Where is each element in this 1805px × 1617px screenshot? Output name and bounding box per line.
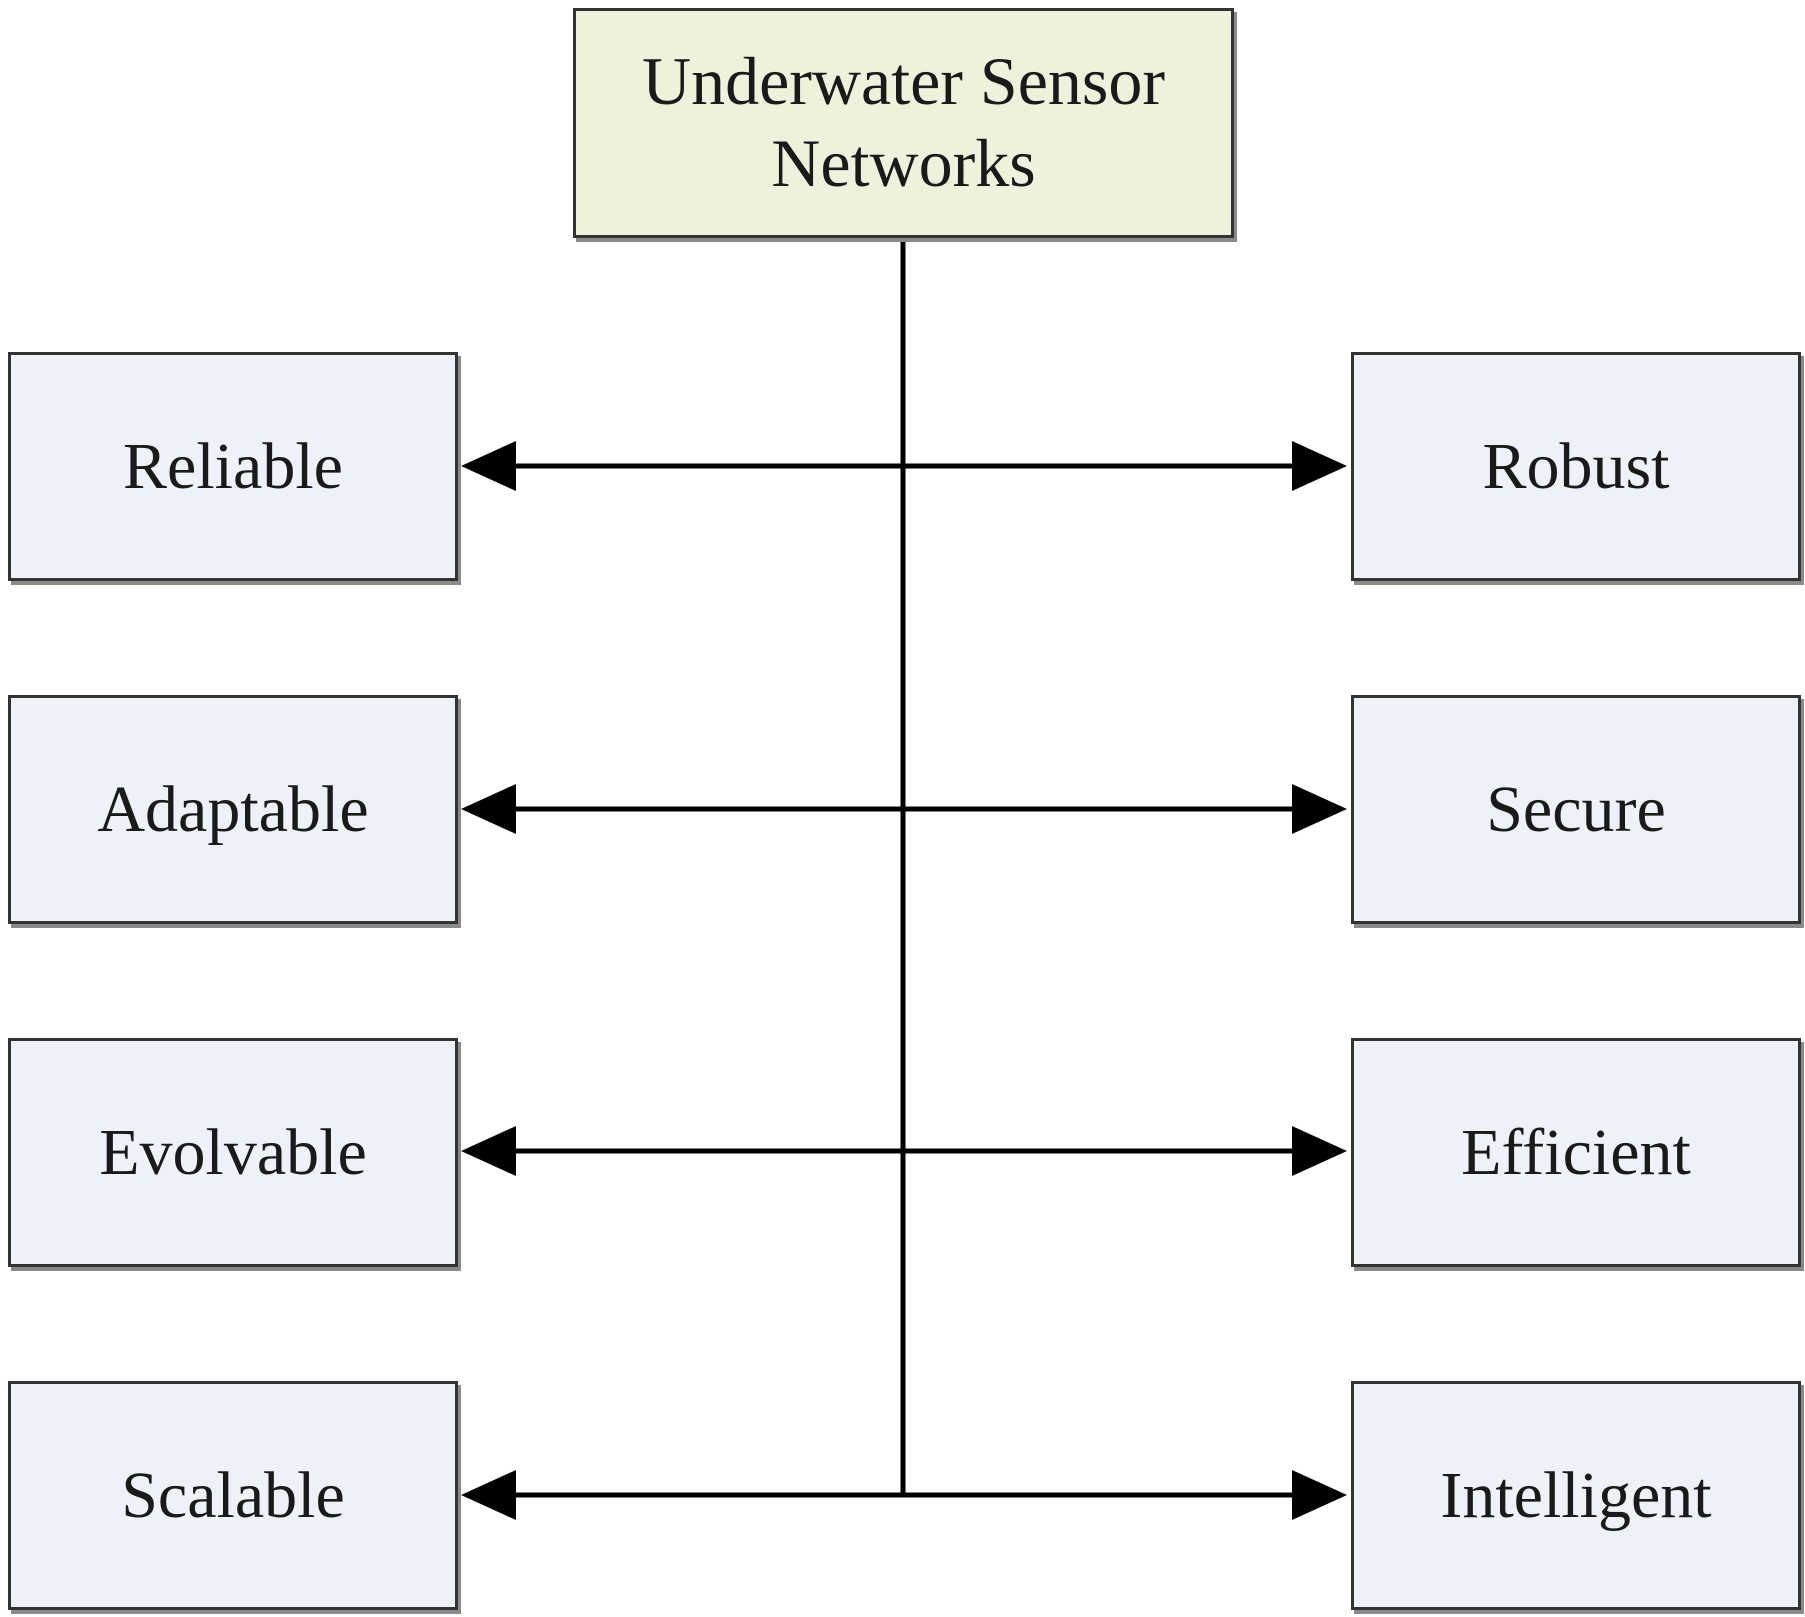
node-scalable: Scalable <box>8 1381 458 1610</box>
node-label-reliable: Reliable <box>123 429 343 503</box>
arrowhead-left-row-4 <box>461 1470 516 1520</box>
arrowhead-right-row-4 <box>1292 1470 1347 1520</box>
node-efficient: Efficient <box>1351 1038 1801 1267</box>
node-reliable: Reliable <box>8 352 458 581</box>
root-node-label: Underwater Sensor Networks <box>641 43 1166 201</box>
node-robust: Robust <box>1351 352 1801 581</box>
node-label-evolvable: Evolvable <box>99 1115 367 1189</box>
arrowhead-right-row-3 <box>1292 1126 1347 1176</box>
arrowhead-right-row-1 <box>1292 441 1347 491</box>
node-label-efficient: Efficient <box>1461 1115 1691 1189</box>
node-label-adaptable: Adaptable <box>97 772 369 846</box>
node-intelligent: Intelligent <box>1351 1381 1801 1610</box>
arrowhead-left-row-1 <box>461 441 516 491</box>
node-label-intelligent: Intelligent <box>1440 1458 1712 1532</box>
node-secure: Secure <box>1351 695 1801 924</box>
arrowhead-right-row-2 <box>1292 784 1347 834</box>
node-label-robust: Robust <box>1482 429 1670 503</box>
arrowhead-left-row-3 <box>461 1126 516 1176</box>
node-evolvable: Evolvable <box>8 1038 458 1267</box>
node-label-secure: Secure <box>1486 772 1666 846</box>
node-adaptable: Adaptable <box>8 695 458 924</box>
arrowhead-left-row-2 <box>461 784 516 834</box>
node-label-scalable: Scalable <box>121 1458 345 1532</box>
root-node-box: Underwater Sensor Networks <box>573 8 1234 238</box>
